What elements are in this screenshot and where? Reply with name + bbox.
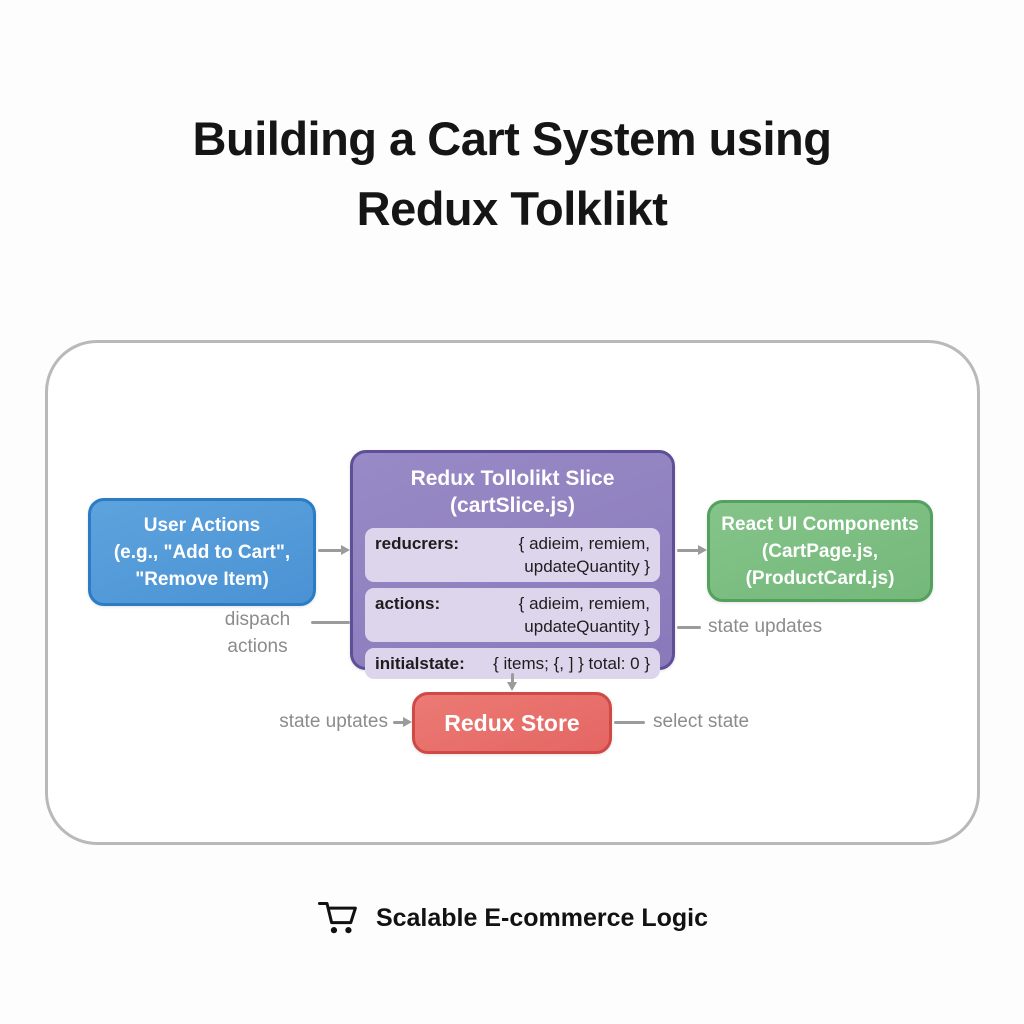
slice-row-reducers-value: { adieim, remiem, updateQuantity }	[518, 534, 650, 576]
state-updates-connector	[677, 626, 701, 629]
edge-label-select-state: select state	[653, 711, 750, 732]
node-redux-store: Redux Store	[412, 692, 612, 754]
arrow-slice-to-store-line	[511, 673, 514, 683]
slice-title: Redux Tollolikt Slice (cartSlice.js)	[365, 465, 660, 519]
dispatch-actions-connector	[311, 621, 350, 624]
slice-row-reducers: reducrers: { adieim, remiem, updateQuant…	[365, 528, 660, 582]
node-redux-slice: Redux Tollolikt Slice (cartSlice.js) red…	[350, 450, 675, 679]
edge-label-dispatch-actions: dispach actions	[224, 609, 291, 657]
slice-row-initialstate-label: initialstate:	[375, 654, 465, 673]
state-uptates-arrow-line	[393, 721, 404, 724]
shopping-cart-icon	[317, 902, 357, 934]
slice-title-line1: Redux Tollolikt Slice	[410, 467, 615, 490]
slice-row-reducers-label: reducrers:	[375, 534, 460, 553]
react-components-line3: (ProductCard.js)	[745, 567, 895, 589]
user-actions-line1: User Actions	[143, 514, 261, 536]
arrow-user-to-slice-head	[341, 545, 350, 555]
footer-caption: Scalable E-commerce Logic	[375, 903, 709, 932]
react-components-line2: (CartPage.js,	[761, 540, 879, 562]
state-uptates-arrow-head	[403, 717, 412, 727]
page-title-line1: Building a Cart System using	[192, 112, 832, 165]
slice-title-line2: (cartSlice.js)	[450, 494, 575, 517]
arrow-slice-to-store-head	[507, 682, 517, 691]
user-actions-line2: (e.g., "Add to Cart",	[113, 541, 291, 563]
arrow-user-to-slice-line	[318, 549, 343, 552]
node-user-actions: User Actions (e.g., "Add to Cart", "Remo…	[88, 498, 316, 606]
page-title-line2: Redux Tolklikt	[356, 182, 668, 235]
select-state-connector	[614, 721, 645, 724]
react-components-line1: React UI Components	[721, 513, 919, 535]
page-title: Building a Cart System using Redux Tolkl…	[0, 104, 1024, 244]
arrow-slice-to-react-head	[698, 545, 707, 555]
footer-caption-group: Scalable E-commerce Logic	[0, 898, 1024, 938]
user-actions-line3: "Remove Item)	[135, 568, 269, 590]
slice-row-initialstate-value: { items; {, ] } total: 0 }	[493, 654, 650, 673]
arrow-slice-to-react-line	[677, 549, 699, 552]
slice-row-actions: actions: { adieim, remiem, updateQuantit…	[365, 588, 660, 642]
edge-label-state-uptates: state uptates	[279, 711, 388, 732]
slice-row-actions-label: actions:	[375, 594, 441, 613]
redux-store-label: Redux Store	[444, 709, 580, 736]
edge-label-state-updates: state updates	[708, 616, 823, 637]
node-react-components: React UI Components (CartPage.js, (Produ…	[707, 500, 933, 602]
slice-row-actions-value: { adieim, remiem, updateQuantity }	[518, 594, 650, 636]
